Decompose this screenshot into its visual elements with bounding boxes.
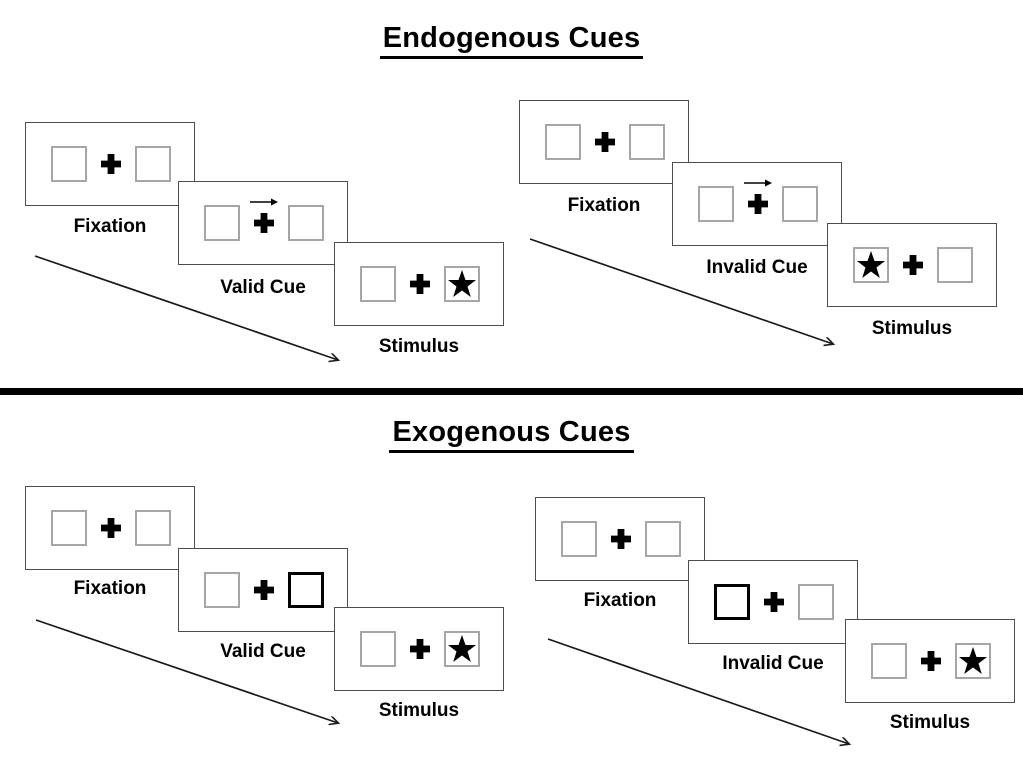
label-fixation: Fixation — [567, 195, 641, 216]
right-placeholder-box — [645, 521, 681, 557]
section-title-exogenous-text: Exogenous Cues — [389, 416, 634, 453]
panel-invalid-cue — [672, 162, 842, 246]
label-valid-cue: Valid Cue — [220, 641, 306, 662]
right-placeholder-box — [288, 205, 324, 241]
left-placeholder-box — [360, 266, 396, 302]
right-placeholder-box — [135, 146, 171, 182]
fixation-plus-icon — [611, 529, 631, 549]
left-placeholder-box — [204, 572, 240, 608]
sequence-timeline-arrow — [35, 619, 338, 723]
fixation-plus-icon — [254, 213, 274, 233]
left-placeholder-box — [51, 510, 87, 546]
right-arrow-cue-icon — [744, 179, 772, 187]
fixation-plus-icon — [903, 255, 923, 275]
label-fixation: Fixation — [73, 216, 147, 237]
fixation-plus-icon — [410, 639, 430, 659]
label-stimulus: Stimulus — [871, 318, 953, 339]
sequence-timeline-arrow — [529, 238, 833, 344]
panel-invalid-cue — [688, 560, 858, 644]
panel-fixation — [25, 122, 195, 206]
panel-fixation — [535, 497, 705, 581]
fixation-plus-icon — [101, 518, 121, 538]
label-invalid-cue: Invalid Cue — [706, 257, 808, 278]
label-stimulus: Stimulus — [378, 700, 460, 721]
left-placeholder-box — [561, 521, 597, 557]
panel-valid-cue — [178, 548, 348, 632]
left-placeholder-box-with-star — [853, 247, 889, 283]
panel-stimulus — [845, 619, 1015, 703]
panel-fixation — [25, 486, 195, 570]
panel-valid-cue — [178, 181, 348, 265]
fixation-plus-icon — [410, 274, 430, 294]
right-placeholder-box-with-star — [955, 643, 991, 679]
fixation-plus-icon — [101, 154, 121, 174]
label-invalid-cue: Invalid Cue — [722, 653, 824, 674]
fixation-plus-icon — [595, 132, 615, 152]
right-arrow-cue-icon — [250, 198, 278, 206]
fixation-plus-icon — [764, 592, 784, 612]
label-fixation: Fixation — [583, 590, 657, 611]
left-placeholder-box — [871, 643, 907, 679]
star-icon — [448, 635, 476, 662]
label-stimulus: Stimulus — [378, 336, 460, 357]
right-placeholder-box — [135, 510, 171, 546]
right-placeholder-box — [782, 186, 818, 222]
fixation-plus-icon — [748, 194, 768, 214]
sequence-timeline-arrow — [34, 255, 338, 360]
right-placeholder-box-with-star — [444, 631, 480, 667]
right-placeholder-box-with-star — [444, 266, 480, 302]
label-stimulus: Stimulus — [889, 712, 971, 733]
star-icon — [448, 270, 476, 297]
left-placeholder-box — [204, 205, 240, 241]
right-placeholder-box-cue — [288, 572, 324, 608]
right-placeholder-box — [798, 584, 834, 620]
left-placeholder-box — [545, 124, 581, 160]
section-title-exogenous: Exogenous Cues — [0, 416, 1023, 453]
fixation-plus-icon — [254, 580, 274, 600]
fixation-plus-icon — [921, 651, 941, 671]
sequence-timeline-arrow — [547, 638, 849, 744]
panel-stimulus — [334, 242, 504, 326]
right-placeholder-box — [937, 247, 973, 283]
left-placeholder-box-cue — [714, 584, 750, 620]
panel-fixation — [519, 100, 689, 184]
star-icon — [857, 251, 885, 278]
label-valid-cue: Valid Cue — [220, 277, 306, 298]
section-title-endogenous-text: Endogenous Cues — [379, 22, 644, 59]
label-fixation: Fixation — [73, 578, 147, 599]
panel-stimulus — [334, 607, 504, 691]
left-placeholder-box — [360, 631, 396, 667]
panel-stimulus — [827, 223, 997, 307]
star-icon — [959, 647, 987, 674]
right-placeholder-box — [629, 124, 665, 160]
section-divider — [0, 388, 1023, 395]
section-title-endogenous: Endogenous Cues — [0, 22, 1023, 59]
left-placeholder-box — [51, 146, 87, 182]
left-placeholder-box — [698, 186, 734, 222]
